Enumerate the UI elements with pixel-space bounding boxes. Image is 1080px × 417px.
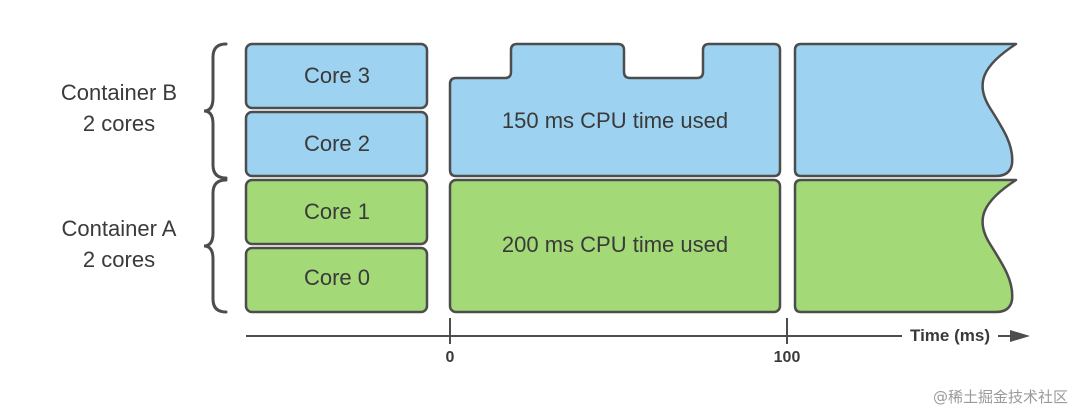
time-axis-label: Time (ms): [910, 326, 990, 345]
container-b-usage-label: 150 ms CPU time used: [502, 108, 728, 133]
container-b-continuation: [793, 42, 1018, 178]
container-a-usage-area: [448, 178, 782, 314]
container-b-usage-area: [448, 42, 782, 178]
core-3-label: Core 3: [304, 63, 370, 88]
time-axis-label-bg: [902, 322, 998, 348]
core-0-label: Core 0: [304, 265, 370, 290]
watermark: @稀土掘金技术社区: [932, 388, 1068, 406]
container-b-brace: [203, 42, 228, 180]
container-a-label: Container A 2 cores: [24, 213, 214, 275]
core-2-label: Core 2: [304, 131, 370, 156]
container-b-cores: 2 cores: [82, 111, 156, 136]
container-a-continuation: [793, 178, 1018, 314]
core-1-label: Core 1: [304, 199, 370, 224]
core-0-box: [244, 246, 429, 314]
container-a-name: Container A: [61, 216, 177, 241]
time-axis-arrowhead: [1010, 330, 1030, 342]
container-b-label: Container B 2 cores: [24, 77, 214, 139]
container-a-brace: [203, 178, 228, 314]
core-1-box: [244, 178, 429, 246]
core-2-box: [244, 110, 429, 178]
core-3-box: [244, 42, 429, 110]
container-a-cores: 2 cores: [82, 247, 156, 272]
tick-0-label: 0: [446, 349, 455, 366]
tick-100-label: 100: [774, 349, 801, 366]
container-a-usage-label: 200 ms CPU time used: [502, 232, 728, 257]
container-b-name: Container B: [60, 80, 178, 105]
